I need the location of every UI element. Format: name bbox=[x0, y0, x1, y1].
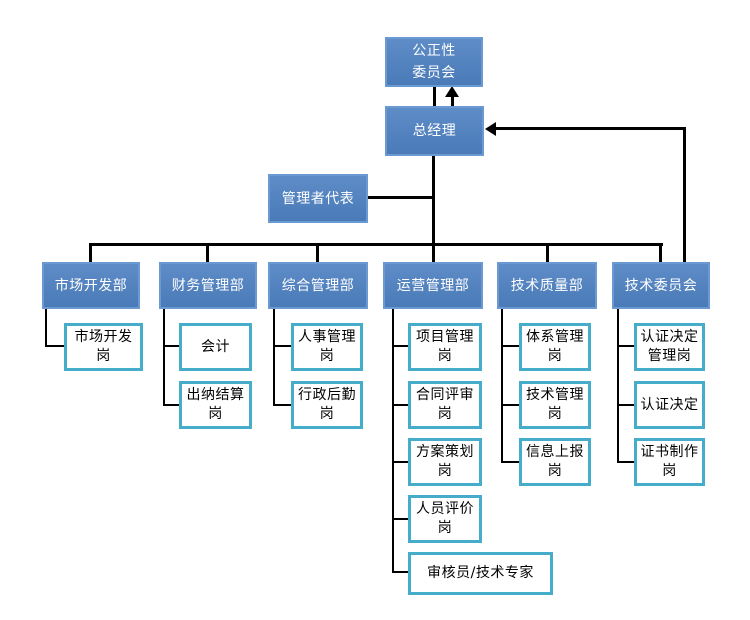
connector-line bbox=[617, 345, 634, 347]
connector-line bbox=[392, 571, 408, 573]
connector-line bbox=[392, 404, 408, 406]
connector-line bbox=[546, 243, 549, 262]
impartiality-committee-box: 公正性 委员会 bbox=[385, 37, 483, 87]
position-box-certification-decision: 认证决定 bbox=[634, 381, 705, 429]
position-box-accounting: 会计 bbox=[179, 323, 252, 371]
connector-line bbox=[89, 243, 663, 246]
position-box-hr-management: 人事管理 岗 bbox=[291, 323, 363, 371]
position-box-information-reporting: 信息上报 岗 bbox=[519, 438, 591, 486]
connector-line bbox=[501, 461, 519, 463]
connector-line bbox=[433, 87, 436, 106]
general-manager-box: 总经理 bbox=[385, 106, 484, 156]
department-box-general-admin: 综合管理部 bbox=[268, 262, 368, 309]
connector-line bbox=[273, 404, 291, 406]
position-box-admin-logistics: 行政后勤 岗 bbox=[291, 381, 363, 429]
position-box-program-planning: 方案策划 岗 bbox=[408, 438, 482, 486]
up-arrowhead-icon bbox=[445, 86, 459, 97]
connector-line bbox=[273, 345, 291, 347]
position-box-certification-decision-management: 认证决定 管理岗 bbox=[634, 323, 705, 371]
connector-line bbox=[501, 309, 503, 463]
connector-line bbox=[273, 309, 275, 406]
connector-line bbox=[501, 345, 519, 347]
connector-line bbox=[206, 243, 209, 262]
department-box-technical-committee: 技术委员会 bbox=[612, 262, 710, 309]
connector-line bbox=[45, 309, 47, 347]
connector-line bbox=[316, 243, 319, 262]
department-box-market-development: 市场开发部 bbox=[42, 262, 140, 309]
connector-line bbox=[392, 461, 408, 463]
position-box-personnel-evaluation: 人员评价 岗 bbox=[408, 495, 482, 543]
connector-line bbox=[163, 345, 179, 347]
connector-line bbox=[163, 309, 165, 406]
position-box-auditor-technical-expert: 审核员/技术专家 bbox=[408, 552, 553, 595]
connector-line bbox=[392, 518, 408, 520]
connector-line bbox=[501, 404, 519, 406]
position-box-market-development: 市场开发 岗 bbox=[64, 323, 143, 371]
connector-line bbox=[432, 243, 435, 262]
connector-line bbox=[617, 461, 634, 463]
connector-line bbox=[163, 404, 179, 406]
connector-line bbox=[89, 243, 92, 262]
connector-line bbox=[432, 156, 435, 244]
connector-line bbox=[683, 127, 686, 262]
connector-line bbox=[494, 127, 686, 130]
position-box-project-management: 项目管理 岗 bbox=[408, 323, 482, 371]
position-box-contract-review: 合同评审 岗 bbox=[408, 381, 482, 429]
department-box-technical-quality: 技术质量部 bbox=[497, 262, 597, 309]
position-box-technical-management: 技术管理 岗 bbox=[519, 381, 591, 429]
connector-line bbox=[368, 196, 433, 199]
department-box-finance: 财务管理部 bbox=[159, 262, 257, 309]
connector-line bbox=[451, 96, 454, 106]
connector-line bbox=[617, 404, 634, 406]
management-representative-box: 管理者代表 bbox=[268, 174, 368, 223]
connector-line bbox=[617, 309, 619, 463]
connector-line bbox=[392, 345, 408, 347]
position-box-system-management: 体系管理 岗 bbox=[519, 323, 591, 371]
left-arrowhead-icon bbox=[485, 122, 496, 136]
connector-line bbox=[392, 309, 394, 573]
connector-line bbox=[659, 243, 662, 262]
connector-line bbox=[45, 345, 64, 347]
position-box-cashier-settlement: 出纳结算 岗 bbox=[179, 381, 252, 429]
position-box-certificate-production: 证书制作 岗 bbox=[634, 438, 705, 486]
department-box-operations: 运营管理部 bbox=[383, 262, 483, 309]
